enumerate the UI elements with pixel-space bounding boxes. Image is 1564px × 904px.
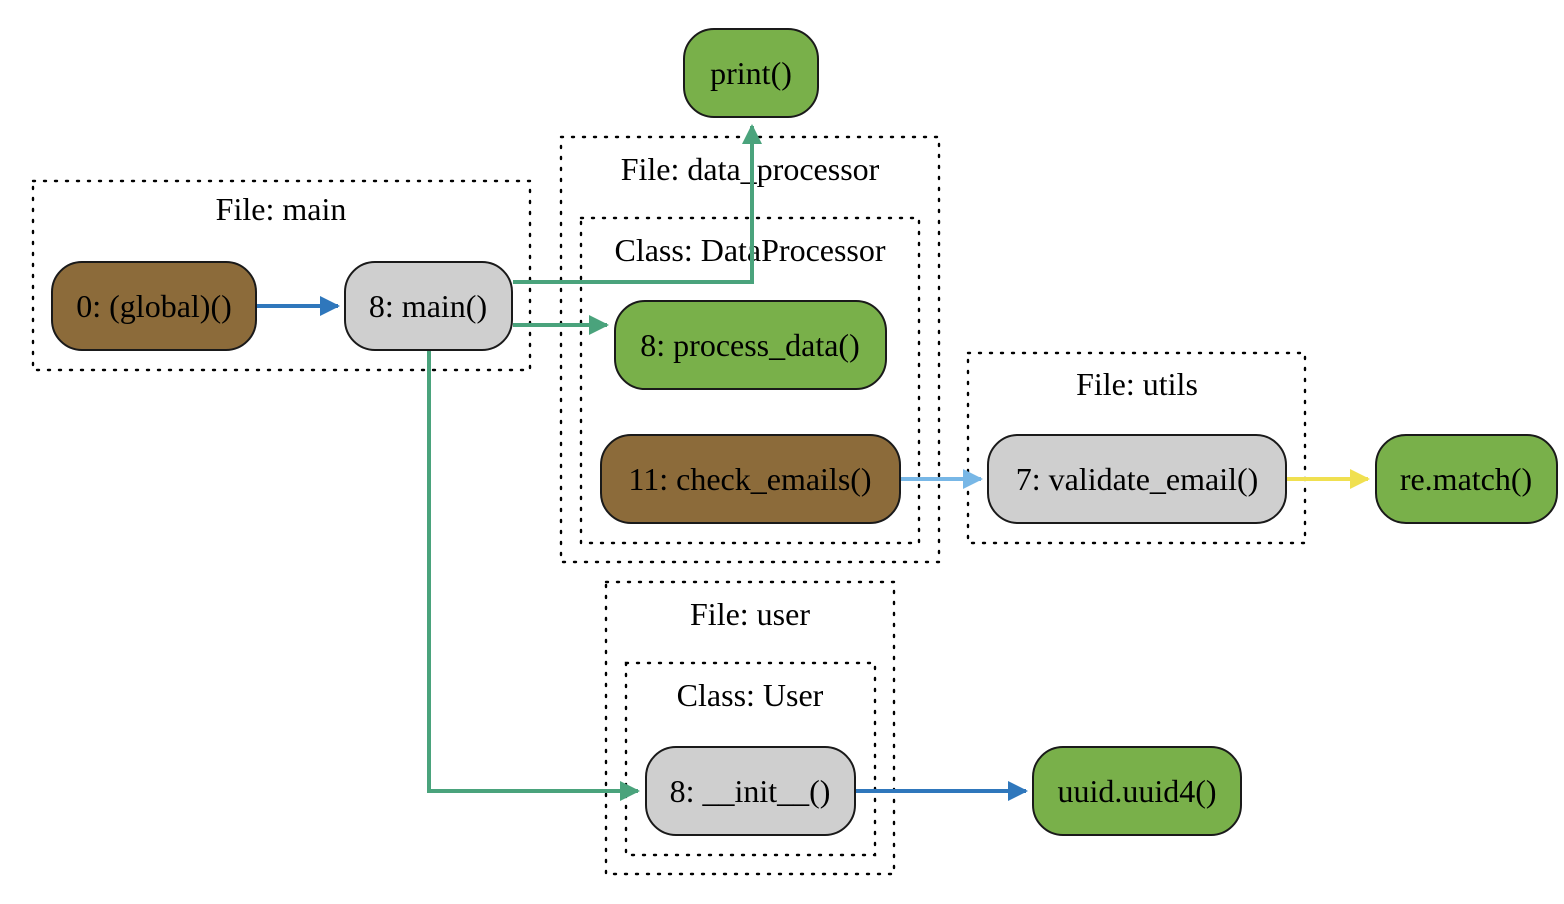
cluster-class-user: Class: User [624,661,877,857]
node-validate-email[interactable]: 7: validate_email() [987,434,1287,524]
node-label-print: print() [710,55,792,91]
cluster-label-file-utils: File: utils [1076,366,1198,402]
node-label-re-match: re.match() [1400,461,1532,497]
edge-main-to-init [427,351,640,801]
node-global[interactable]: 0: (global)() [51,261,257,351]
node-label-init: 8: __init__() [670,773,831,809]
cluster-label-file-main: File: main [216,191,347,227]
node-label-validate-email: 7: validate_email() [1016,461,1259,497]
node-main[interactable]: 8: main() [344,261,513,351]
cluster-file-utils: File: utils [966,351,1307,545]
node-uuid4[interactable]: uuid.uuid4() [1032,746,1242,836]
node-re-match[interactable]: re.match() [1375,434,1558,524]
cluster-label-file-user: File: user [690,596,810,632]
cluster-label-class-user: Class: User [677,677,824,713]
node-label-main: 8: main() [369,288,487,324]
cluster-file-user: File: user [604,580,896,876]
node-label-check-emails: 11: check_emails() [628,461,871,497]
node-print[interactable]: print() [683,28,819,118]
cluster-file-main: File: main [31,179,532,372]
node-check-emails[interactable]: 11: check_emails() [600,434,901,524]
node-label-process-data: 8: process_data() [640,327,859,363]
node-process-data[interactable]: 8: process_data() [614,300,887,390]
node-label-uuid4: uuid.uuid4() [1057,773,1216,809]
node-init[interactable]: 8: __init__() [645,746,856,836]
node-label-global: 0: (global)() [76,288,232,324]
edge-main-to-print [513,124,762,284]
